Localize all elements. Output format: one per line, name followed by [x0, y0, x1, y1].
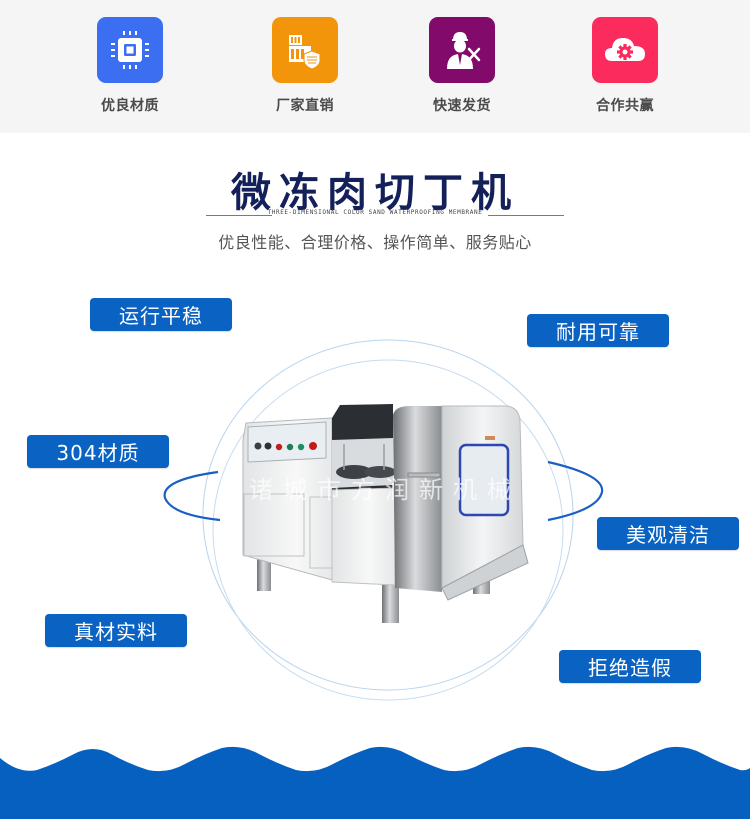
product-illustration: 诸城市方润新机械 [163, 339, 604, 701]
feature-quality-material: 优良材质 [70, 17, 190, 115]
tag-genuine-material: 真材实料 [45, 614, 187, 647]
feature-win-win: 合作共赢 [565, 17, 685, 115]
factory-shield-icon [272, 17, 338, 83]
slogan: 优良性能、合理价格、操作简单、服务贴心 [218, 233, 532, 252]
feature-factory-direct: 厂家直销 [245, 17, 365, 115]
engineer-icon [429, 17, 495, 83]
watermark: 诸城市方润新机械 [249, 476, 521, 504]
tag-smooth-operation: 运行平稳 [90, 298, 232, 331]
divider-line-right [488, 215, 564, 216]
title-divider: THREE-DIMENSIONAL COLOR SAND WATERPROOFI… [0, 209, 750, 221]
wave-footer [0, 746, 750, 819]
divider-line-left [206, 215, 272, 216]
tag-clean-look: 美观清洁 [597, 517, 739, 550]
feature-label: 快速发货 [433, 98, 491, 114]
feature-fast-delivery: 快速发货 [402, 17, 522, 115]
cloud-gear-icon [592, 17, 658, 83]
chip-icon [97, 17, 163, 83]
tag-durable: 耐用可靠 [527, 314, 669, 347]
feature-strip: 优良材质 厂家直销 [0, 0, 750, 133]
tag-no-counterfeit: 拒绝造假 [559, 650, 701, 683]
page-title: 微冻肉切丁机 [231, 169, 519, 216]
feature-label: 优良材质 [101, 98, 159, 114]
feature-label: 厂家直销 [276, 98, 334, 114]
product-stage: 诸城市方润新机械 运行平稳 耐用可靠 304材质 美观清洁 真材实料 拒绝造假 [0, 260, 750, 740]
tag-304-material: 304材质 [27, 435, 169, 468]
feature-label: 合作共赢 [596, 98, 654, 114]
english-subtitle: THREE-DIMENSIONAL COLOR SAND WATERPROOFI… [267, 209, 483, 216]
